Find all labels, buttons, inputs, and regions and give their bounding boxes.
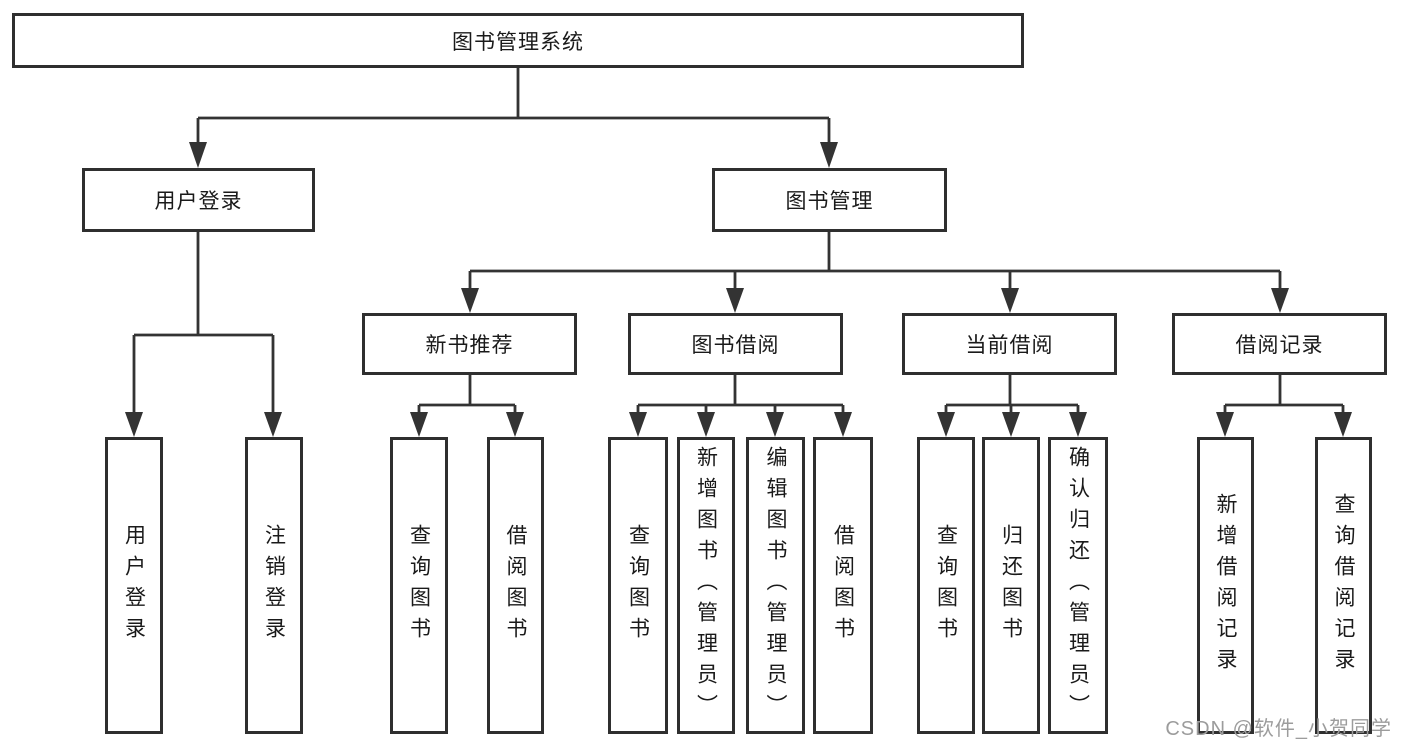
node-leaf-borrow-books-2: 借阅图书	[813, 437, 873, 734]
node-new-book-recommend: 新书推荐	[362, 313, 577, 375]
node-label: 编辑图书（管理员）	[764, 446, 787, 725]
node-leaf-borrow-books-1: 借阅图书	[487, 437, 544, 734]
node-label: 归还图书	[999, 523, 1023, 648]
node-book-borrowing: 图书借阅	[628, 313, 843, 375]
node-label: 查询借阅记录	[1332, 492, 1355, 679]
node-label: 图书管理系统	[452, 30, 584, 54]
node-label: 查询图书	[626, 523, 650, 648]
node-borrowing-records: 借阅记录	[1172, 313, 1387, 375]
node-book-management-branch: 图书管理	[712, 168, 947, 232]
node-label: 图书管理	[785, 190, 874, 213]
node-leaf-return-books: 归还图书	[982, 437, 1040, 734]
node-label: 用户登录	[154, 190, 243, 213]
node-label: 注销登录	[262, 523, 286, 648]
node-label: 借阅图书	[504, 523, 527, 648]
watermark: CSDN @软件_小贺同学	[1165, 718, 1392, 740]
node-leaf-confirm-return-admin: 确认归还（管理员）	[1048, 437, 1108, 734]
node-label: 确认归还（管理员）	[1066, 446, 1090, 725]
node-leaf-logout: 注销登录	[245, 437, 303, 734]
node-leaf-query-books-1: 查询图书	[390, 437, 448, 734]
node-leaf-add-borrow-record: 新增借阅记录	[1197, 437, 1254, 734]
node-label: 当前借阅	[965, 334, 1054, 357]
node-leaf-query-borrow-record: 查询借阅记录	[1315, 437, 1372, 734]
node-label: 查询图书	[407, 523, 431, 648]
node-label: 用户登录	[122, 523, 146, 648]
node-label: 查询图书	[934, 523, 958, 648]
node-leaf-query-books-2: 查询图书	[608, 437, 668, 734]
node-label: 图书借阅	[691, 334, 780, 357]
node-current-borrowing: 当前借阅	[902, 313, 1117, 375]
node-leaf-user-login: 用户登录	[105, 437, 163, 734]
node-library-management-system: 图书管理系统	[12, 13, 1024, 68]
node-label: 新书推荐	[425, 334, 514, 357]
node-label: 新增借阅记录	[1214, 492, 1237, 679]
node-label: 新增图书（管理员）	[694, 446, 718, 725]
node-leaf-query-books-3: 查询图书	[917, 437, 975, 734]
node-user-login-branch: 用户登录	[82, 168, 315, 232]
node-label: 借阅图书	[831, 523, 855, 648]
node-leaf-edit-books-admin: 编辑图书（管理员）	[746, 437, 805, 734]
node-label: 借阅记录	[1235, 334, 1324, 357]
node-leaf-add-books-admin: 新增图书（管理员）	[677, 437, 735, 734]
